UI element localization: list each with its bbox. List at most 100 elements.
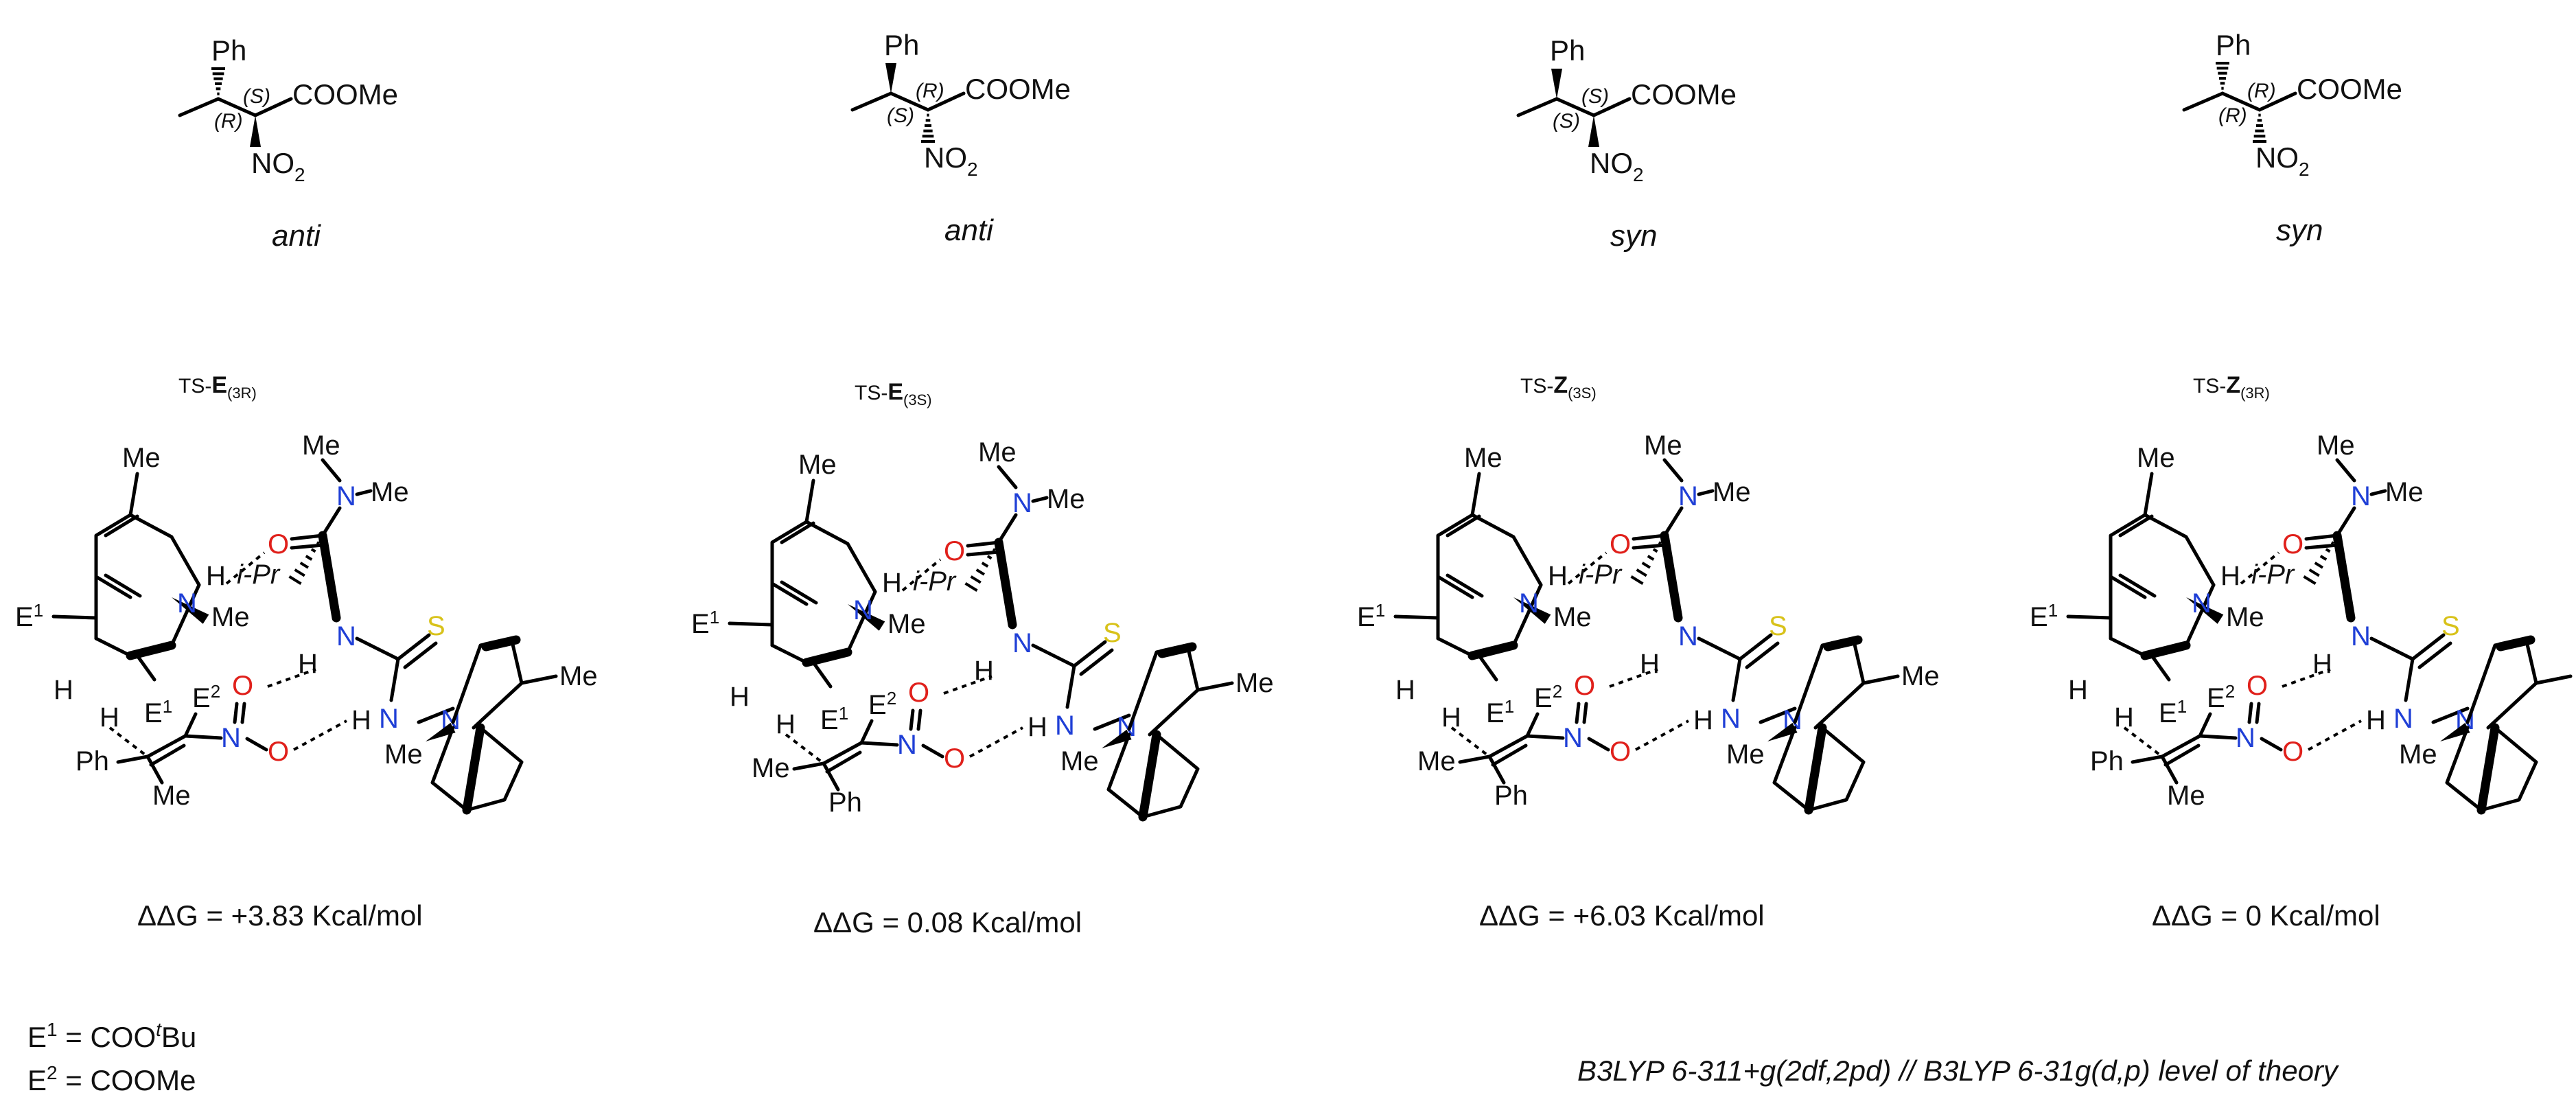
methyl-bond [1196,681,1234,692]
methyl-label: Me [887,609,926,639]
isopropyl-label: i-Pr [913,566,957,597]
stereo-bold-bond [994,538,1017,630]
hash-mark [986,555,993,560]
hash-mark [975,568,986,576]
ts-prefix: TS- [2193,375,2226,398]
c-o-bond [2304,543,2339,550]
methyl-bond [128,472,139,517]
forming-bond [785,733,825,765]
c2-stereo-label: (S) [1581,85,1609,108]
substituent-bond [146,754,164,785]
n-c-bond [417,706,455,724]
n-c-bond [1093,713,1131,731]
hbond-dashed [2240,551,2280,585]
stereo-wedge [426,722,456,741]
ring-ch2-bond [94,636,132,658]
n-me-bond [2335,458,2356,483]
thiourea-bond [1065,664,1076,709]
hbond-dashed [267,668,316,688]
methyl-label: Me [2574,661,2576,691]
e1-label: E1 [691,607,719,639]
thiourea-nitrogen: N [336,621,356,652]
substituent-bond [2160,754,2179,785]
methyl-label: Me [1235,668,1274,698]
stereo-bold-bond [318,531,341,623]
delta-delta-g-label: ΔΔG = +3.83 Kcal/mol [137,899,423,932]
dihydropyridine-ring [94,513,201,599]
ring-double-bond [1446,573,1484,598]
nh-hydrogen: H [206,561,226,591]
ester-bond [1592,97,1632,117]
n-o-bond [233,702,239,724]
nitro-hash [921,113,935,143]
isopropyl-label: i-Pr [1579,560,1623,590]
e1-bond [1477,654,1498,682]
e2-label: E2 [2207,681,2235,713]
urea-methyl: Me [978,437,1017,468]
c-c-double-bond [2163,744,2201,767]
ts-letter: E [211,372,227,398]
phenyl-label: Ph [884,29,919,61]
phenyl-hash [211,67,225,95]
methyl-bond [2182,91,2225,112]
ts-subscript: (3R) [2240,384,2270,402]
ring-bond [846,590,877,654]
hydride-h: H [100,702,119,733]
stereo-wedge [1767,722,1798,741]
stereo-bold-bond [2332,531,2356,623]
ring-bond [2184,583,2216,647]
hydride-h: H [2068,675,2088,705]
c3-c2-bond [2220,91,2262,112]
urea-methyl: Me [1047,484,1085,514]
phenyl-label: Ph [1550,34,1585,67]
methyl-bond [2143,472,2154,517]
ipr-hash [1630,541,1662,585]
nitro-label: NO2 [924,141,978,180]
alkene-substituent-b: Me [2167,781,2205,811]
substituent-bond [1458,754,1492,764]
nitro-label: NO2 [251,147,305,185]
substituent-bond [792,761,826,771]
n-me-bond [1697,489,1715,496]
hydride-h: H [54,675,73,705]
e1-bond [2150,654,2171,682]
thiourea-h: H [1028,712,1047,742]
n-o-bond [2247,702,2253,724]
ts-title: TS-E(3S) [855,379,932,408]
legend-e1: E1 = COOtBu [27,1019,196,1053]
hash-mark [1652,548,1658,553]
e2-bond [1525,712,1540,738]
e1-bond [728,621,774,627]
ts-title: TS-E(3R) [178,372,257,402]
c-s-bond [2411,633,2446,661]
hash-mark [294,568,305,577]
relative-config-label: anti [944,214,994,247]
phenyl-label: Ph [2216,29,2251,61]
pyrrole-bold-bond [1157,642,1197,658]
dihydropyridine-ring [2109,513,2216,599]
hash-mark [981,562,989,568]
nitro-wedge [1588,115,1599,147]
hbond-dashed [2282,668,2331,688]
substituent-bond [2131,754,2164,764]
ester-label: COOMe [2297,73,2402,105]
e1-label: E1 [2030,600,2058,632]
alkene-substituent-b: Ph [828,787,862,818]
nitro-oxygen: O [1574,671,1595,701]
pyrrole-ring [2465,636,2538,730]
c-c-double-bond [825,750,862,774]
e1-bond [51,614,98,620]
hbond-dashed [1635,719,1689,751]
legend-e2: E2 = COOMe [27,1062,196,1096]
stereo-wedge [1102,729,1132,748]
thiourea-h: H [1693,705,1713,735]
ring-double-bond [2118,573,2157,598]
c-s-bond [403,641,438,669]
methyl-bond [1470,472,1481,517]
substituent-bond [1487,754,1506,785]
hash-mark [992,548,996,552]
alkene-substituent-a: Me [1417,746,1456,776]
